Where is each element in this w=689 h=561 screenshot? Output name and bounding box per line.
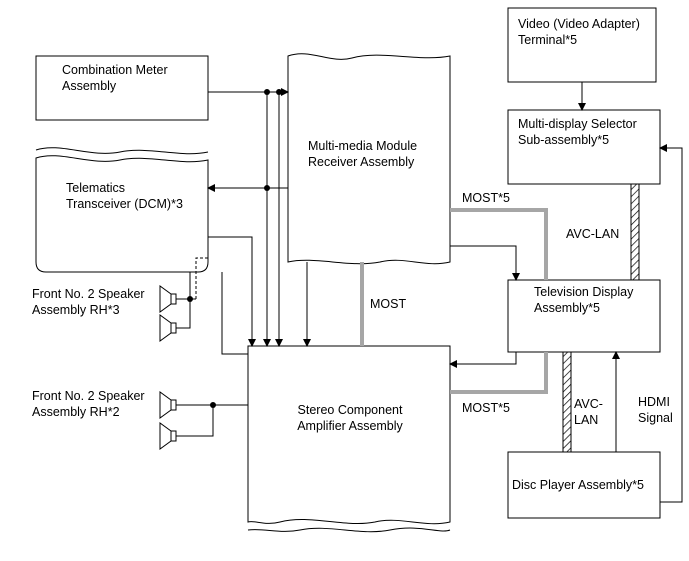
selector-box — [507, 109, 661, 185]
speaker-icon — [159, 422, 177, 450]
avc-lan-lower-bar — [562, 351, 572, 453]
video-terminal-label: Video (Video Adapter)Terminal*5 — [518, 17, 640, 47]
avc-lan-upper-label: AVC-LAN — [566, 227, 620, 241]
disc-player-box — [507, 451, 661, 519]
speaker-icon — [159, 391, 177, 419]
avc-lan-lower-label: AVC-LAN — [574, 397, 603, 427]
junction-dots — [187, 89, 282, 408]
stereo-amp-wave-deco — [247, 527, 451, 533]
most-bus — [360, 208, 548, 394]
video-terminal-box — [507, 7, 657, 83]
telematics-wave-deco — [35, 147, 209, 155]
speaker-icon — [159, 314, 177, 342]
most-bottom-label: MOST*5 — [462, 401, 510, 415]
avc-lan-upper-bar — [630, 183, 640, 281]
combination-meter-box — [35, 55, 209, 121]
telematics-box — [35, 155, 209, 273]
television-display-box — [507, 279, 661, 353]
speaker-icon — [159, 285, 177, 313]
most-top-label: MOST*5 — [462, 191, 510, 205]
most-middle-label: MOST — [370, 297, 407, 311]
connection-lines — [176, 82, 683, 503]
stereo-amp-box — [247, 345, 451, 525]
dcm-dashed-link — [195, 257, 208, 299]
multimedia-module-box — [287, 53, 451, 265]
disc-player-label: Disc Player Assembly*5 — [512, 478, 644, 492]
